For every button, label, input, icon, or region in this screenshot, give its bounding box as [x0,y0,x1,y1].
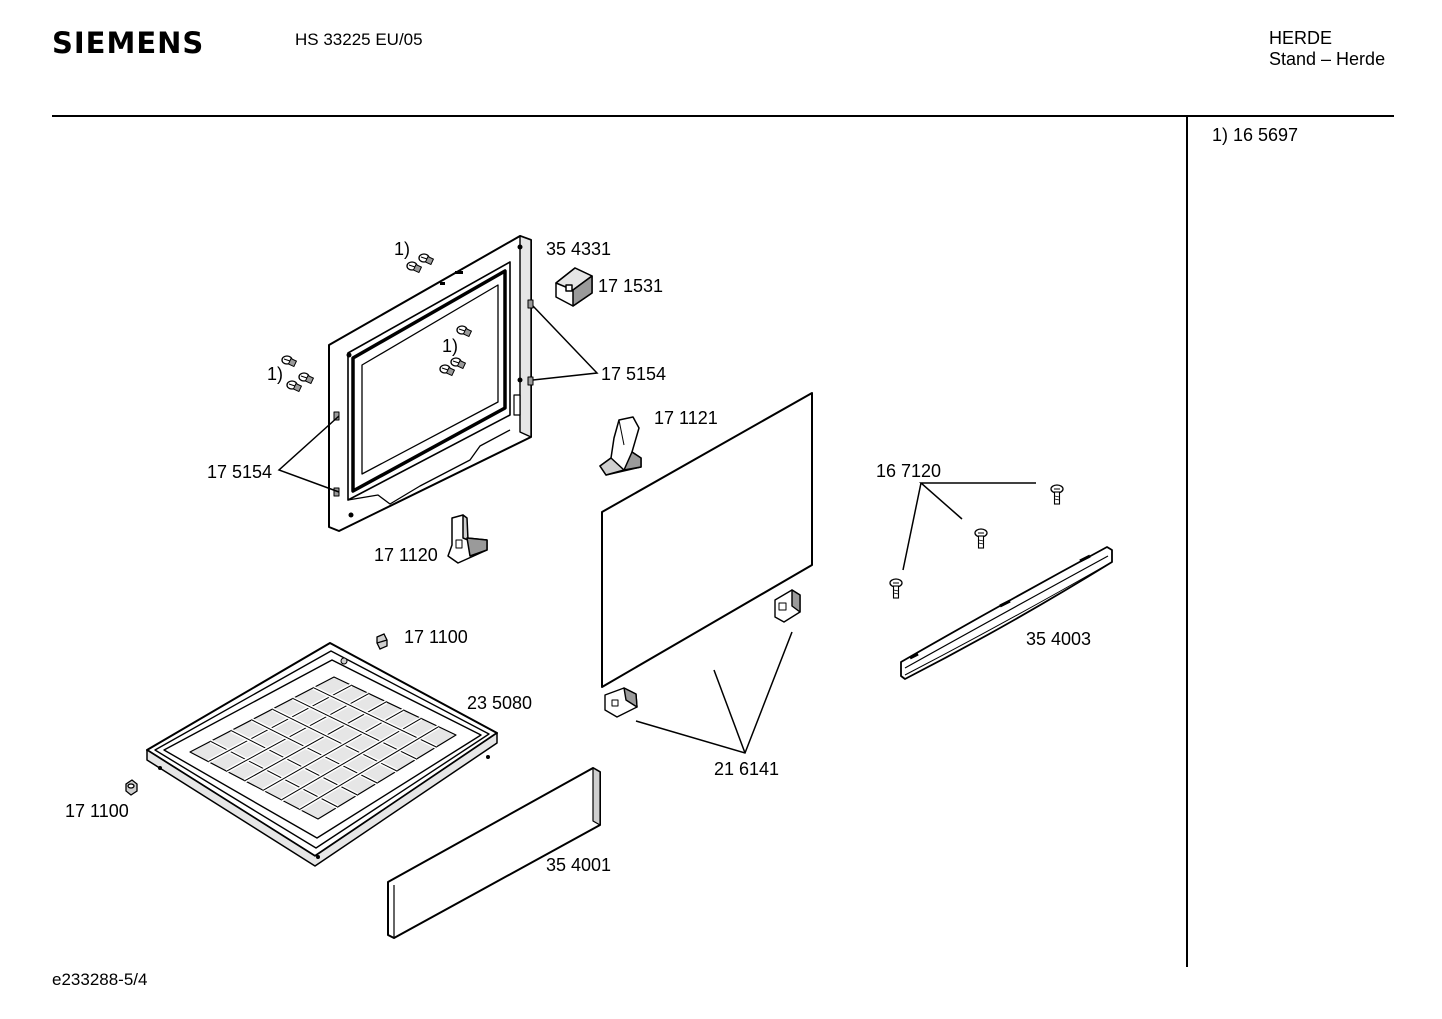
label-bracket-upper: 17 1121 [654,408,718,428]
tray-grid-line [208,684,352,763]
tray-grid-line [299,726,439,810]
tray-grid-line [281,717,422,801]
tray-grid-line [230,730,358,796]
tray-grid-line [251,719,378,784]
category-title: HERDE [1269,28,1333,48]
header-divider [52,115,1394,117]
label-clip-left: 17 5154 [207,462,272,482]
drawer-panel [387,767,601,939]
hinge-part [555,267,593,307]
tray-grid-line [313,687,437,748]
label-screws: 16 7120 [876,461,941,481]
label-handle: 35 4003 [1026,629,1091,649]
footnote-text: 1) 16 5697 [1212,125,1299,145]
footnote-mark-middle: 1) [442,336,458,356]
model-number: HS 33225 EU/05 [295,30,423,49]
drawer-tray [146,642,498,867]
sidebar-divider [1186,116,1188,967]
handle-screw-icons [889,484,1064,599]
footnote-mark-left: 1) [267,364,283,384]
glass-clip-left [604,687,638,718]
glass-pane [601,392,813,688]
glass-clip-right [774,589,801,623]
footnote-mark-top: 1) [394,239,410,259]
label-bracket-lower: 17 1120 [374,545,438,565]
document-id: e233288-5/4 [52,970,148,989]
tray-grid [207,683,440,812]
label-drawer-panel: 35 4001 [546,855,611,875]
foot-left [125,779,138,796]
tray-grid-line [292,697,417,760]
label-clip-right: 17 5154 [601,364,666,384]
leader-lines [277,305,1036,754]
label-foot-left: 17 1100 [65,801,129,821]
category-subtitle: Stand – Herde [1269,49,1386,69]
bracket-upper [599,416,642,476]
tray-grid-line [262,709,404,791]
tray-grid-line [226,693,370,772]
tray-grid-line [210,740,338,808]
label-door-frame: 35 4331 [546,239,611,259]
handle-bar [900,546,1113,680]
bracket-lower [447,514,488,564]
brand-logo: SIEMENS [52,26,205,60]
tray-grid-line [272,708,398,772]
label-foot-top: 17 1100 [404,627,468,647]
foot-top [376,633,388,650]
label-drawer-tray: 23 5080 [467,693,532,713]
door-frame [328,235,534,532]
tray-grid-line [244,701,387,782]
label-hinge-top: 17 1531 [598,276,663,296]
label-glass-clips: 21 6141 [714,759,779,779]
part-labels: 35 4331 17 1531 17 5154 17 5154 17 1121 … [65,239,1091,875]
